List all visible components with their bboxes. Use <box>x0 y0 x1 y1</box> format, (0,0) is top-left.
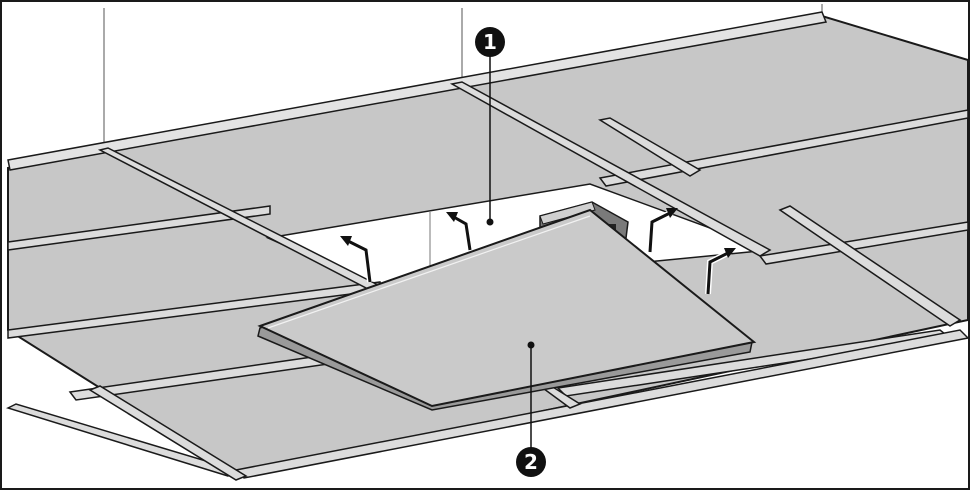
panel-inner-edge <box>267 215 591 329</box>
ceiling-edge-band <box>7 11 828 171</box>
callout-1-label: 1 <box>483 30 497 54</box>
arrow-up-left-icon-2 <box>446 212 473 251</box>
arrow-up-right-icon-2 <box>705 248 736 295</box>
callout-2-target-dot <box>527 341 535 349</box>
callout-2-badge <box>516 447 546 477</box>
callout-1-target-dot <box>486 218 494 226</box>
mounting-bracket-face <box>539 201 596 225</box>
callout-2-label: 2 <box>524 450 538 474</box>
callout-1-badge <box>475 27 505 57</box>
grid-cross-rails <box>5 81 962 481</box>
ceiling-panel <box>257 208 757 408</box>
arrow-up-left-icon <box>340 236 373 283</box>
arrow-up-right-icon <box>647 208 678 253</box>
